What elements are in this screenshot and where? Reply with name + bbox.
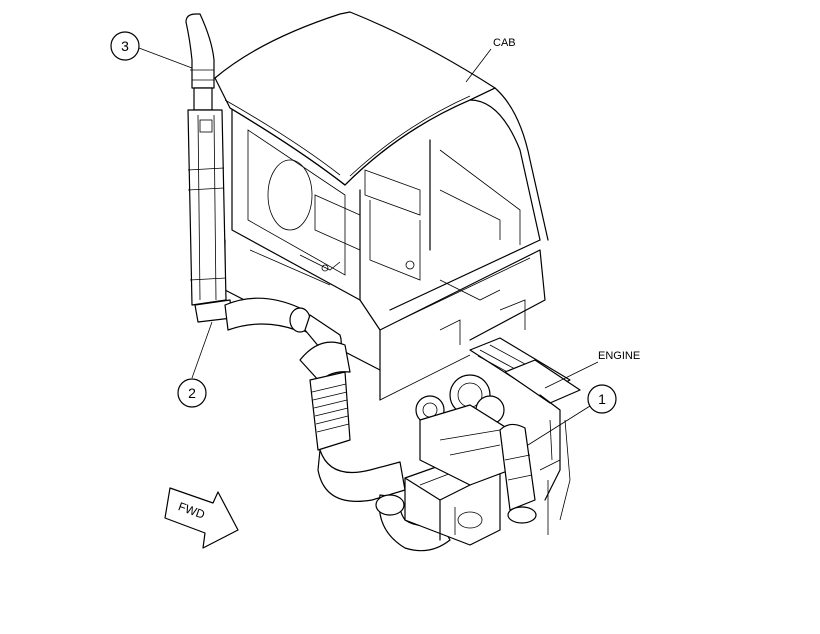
forward-arrow: FWD xyxy=(164,487,239,549)
callout-2: 2 xyxy=(177,378,207,408)
leader-lines xyxy=(138,47,599,446)
callout-3-number: 3 xyxy=(121,38,129,54)
exhaust-stack xyxy=(185,13,233,323)
exhaust-pipe xyxy=(224,297,451,552)
callout-1: 1 xyxy=(587,384,617,414)
engine-assembly xyxy=(415,337,581,535)
callout-3: 3 xyxy=(110,31,140,61)
callout-2-number: 2 xyxy=(188,385,196,401)
engine-label: ENGINE xyxy=(598,350,640,362)
cab-label: CAB xyxy=(493,37,516,49)
callout-1-number: 1 xyxy=(598,391,606,407)
